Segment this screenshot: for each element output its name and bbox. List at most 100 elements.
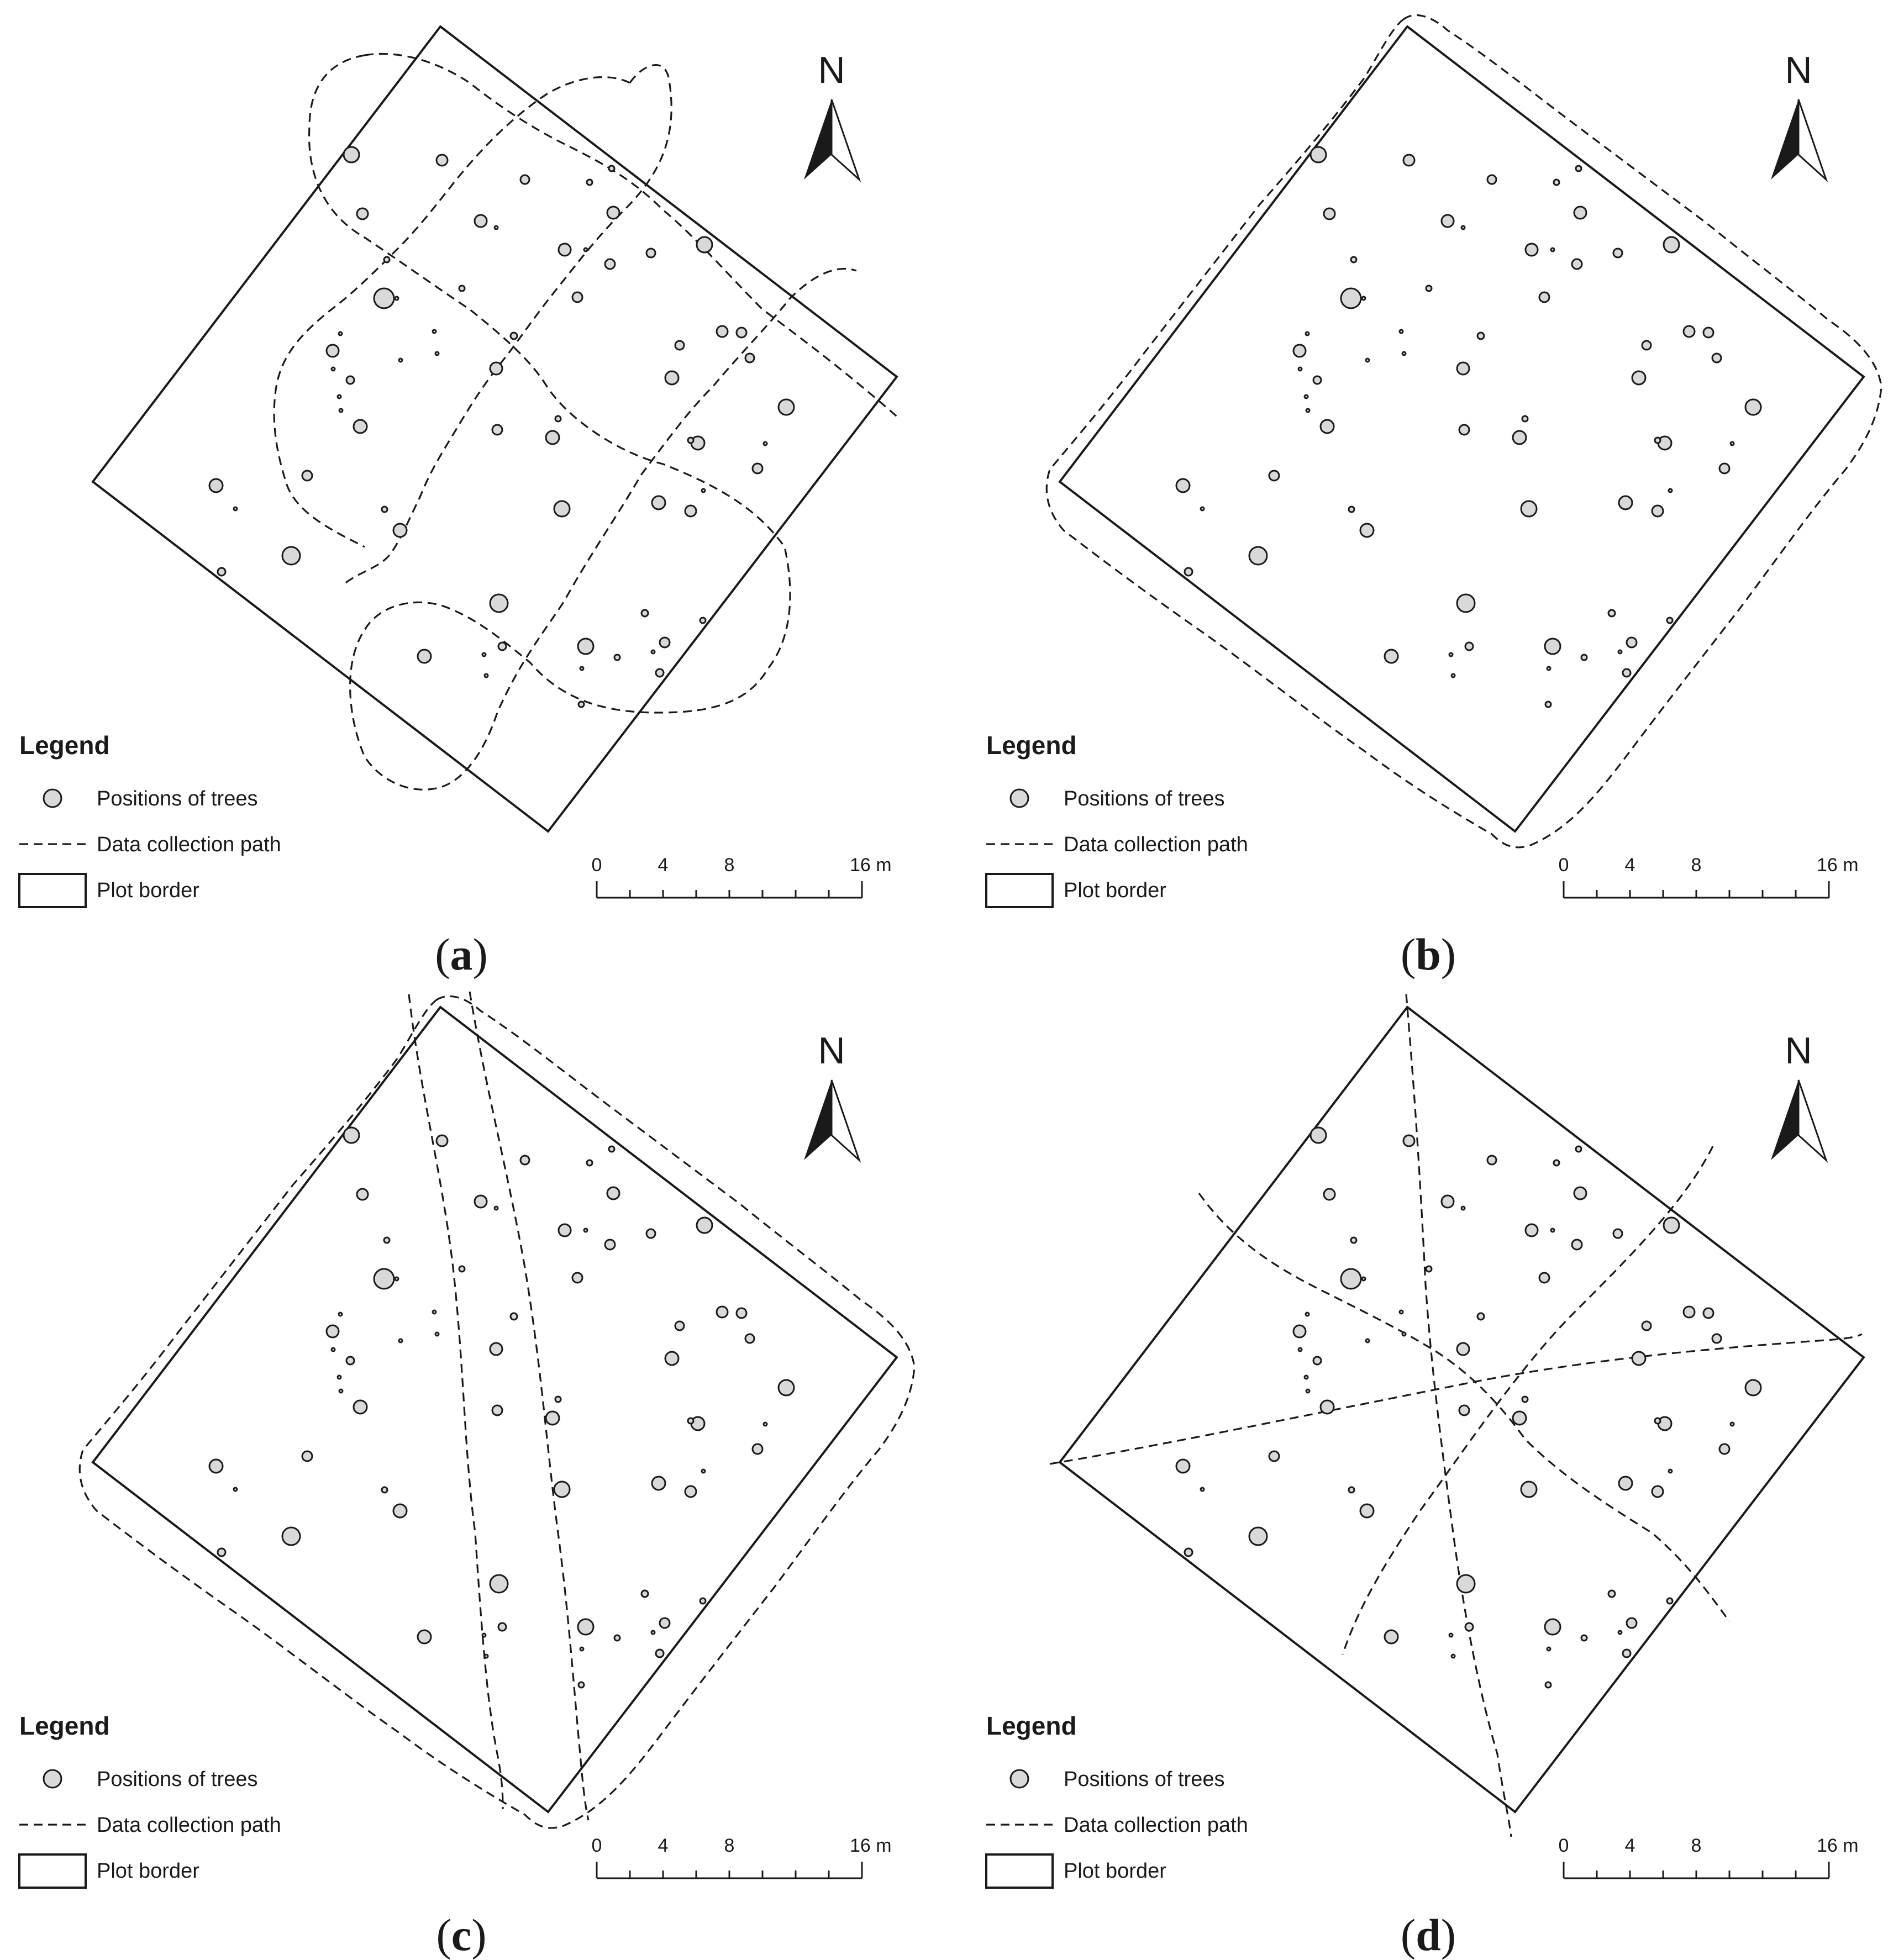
tree-position [1617, 649, 1623, 655]
tree-position [650, 1630, 656, 1635]
tree-position [1668, 488, 1673, 493]
tree-position [373, 287, 395, 309]
tree-position [330, 1347, 336, 1352]
tree-position [650, 649, 656, 655]
tree-position [509, 1312, 518, 1321]
tree-position [1319, 419, 1335, 434]
tree-position [1402, 1134, 1416, 1147]
tree-position [577, 1618, 595, 1636]
tree-position [645, 247, 656, 259]
tree-position [1486, 1155, 1497, 1166]
tree-position [1305, 1388, 1311, 1394]
tree-position [1200, 1487, 1205, 1492]
north-letter: N [1785, 49, 1812, 91]
tree-position [1538, 1272, 1550, 1284]
tree-position [338, 1388, 344, 1394]
tree-position [1580, 1634, 1588, 1642]
tree-position [233, 506, 238, 512]
trees [1175, 1126, 1762, 1689]
tree-position [606, 206, 620, 220]
tree-position [604, 1239, 616, 1251]
panel-letter: a [450, 929, 473, 979]
tree-position [1319, 1399, 1335, 1415]
tree-position [1350, 256, 1358, 264]
tree-position [1618, 1476, 1633, 1491]
tree-position [338, 331, 343, 336]
tree-position [655, 668, 665, 678]
tree-position [1521, 415, 1529, 423]
tree-position [1268, 470, 1280, 482]
tree-position [1456, 1574, 1476, 1594]
tree-position [1348, 1486, 1355, 1494]
tree-position [435, 1134, 449, 1147]
tree-position [383, 256, 391, 264]
tree-position [1312, 375, 1322, 385]
tree-position [744, 352, 755, 363]
tree-position [1398, 1309, 1404, 1315]
tree-position [1175, 1458, 1191, 1474]
tree-position [1361, 296, 1366, 301]
tree-position [604, 258, 616, 270]
tree-position [1550, 1227, 1555, 1233]
tree-position [398, 1338, 403, 1343]
legend-border-symbol [985, 1853, 1054, 1889]
tree-position [381, 505, 388, 513]
north-arrow-right [830, 1079, 861, 1163]
tree-position [554, 1395, 562, 1403]
legend-tree-symbol [1009, 1769, 1029, 1789]
tree-position [1440, 1194, 1455, 1209]
north-arrow: N [804, 49, 861, 182]
tree-position [762, 1421, 768, 1427]
tree-position [674, 1320, 685, 1331]
tree-position [696, 1216, 713, 1234]
panel-letter: c [451, 1910, 471, 1960]
tree-position [659, 636, 671, 649]
legend-title: Legend [986, 731, 1077, 760]
tree-position [777, 1379, 795, 1397]
tree-position [1384, 649, 1399, 664]
tree-position [1573, 206, 1587, 220]
tree-position [1520, 1480, 1538, 1498]
panel-c: N Legend Positions of trees Data collect… [18, 991, 916, 1960]
north-letter: N [1785, 1030, 1812, 1072]
data-collection-path [469, 991, 590, 1821]
tree-position [1553, 1159, 1560, 1167]
tree-position [1312, 1356, 1322, 1366]
tree-position [398, 357, 403, 363]
tree-position [281, 546, 301, 566]
tree-position [497, 641, 507, 651]
tree-position [1612, 1228, 1623, 1239]
tree-position [1663, 236, 1680, 254]
tree-position [1458, 424, 1470, 436]
data-collection-path [341, 64, 672, 587]
tree-position [217, 1547, 227, 1557]
tree-position [1292, 1324, 1307, 1339]
tree-position [1292, 344, 1307, 358]
legend-tree-symbol [1009, 788, 1029, 808]
tree-position [458, 1265, 466, 1273]
north-letter: N [818, 49, 845, 91]
tree-position [491, 424, 503, 436]
tree-position [613, 1634, 621, 1642]
tree-position [434, 351, 440, 356]
tree-position [1458, 1404, 1470, 1416]
tree-position [1512, 430, 1527, 445]
legend-tree-symbol [43, 788, 62, 808]
tree-position [343, 1126, 360, 1144]
legend-path-label: Data collection path [1064, 1814, 1248, 1837]
tree-position [1626, 636, 1638, 649]
tree-position [579, 666, 585, 671]
north-letter: N [818, 1030, 845, 1072]
scale-tick-label: 16 m [1817, 855, 1859, 876]
tree-position [497, 1622, 507, 1632]
tree-position [1340, 1268, 1362, 1290]
tree-position [659, 1617, 671, 1629]
tree-position [432, 329, 437, 334]
tree-position [1550, 247, 1555, 252]
tree-position [1440, 214, 1455, 228]
legend-border-label: Plot border [1064, 879, 1166, 902]
tree-position [586, 1159, 593, 1167]
